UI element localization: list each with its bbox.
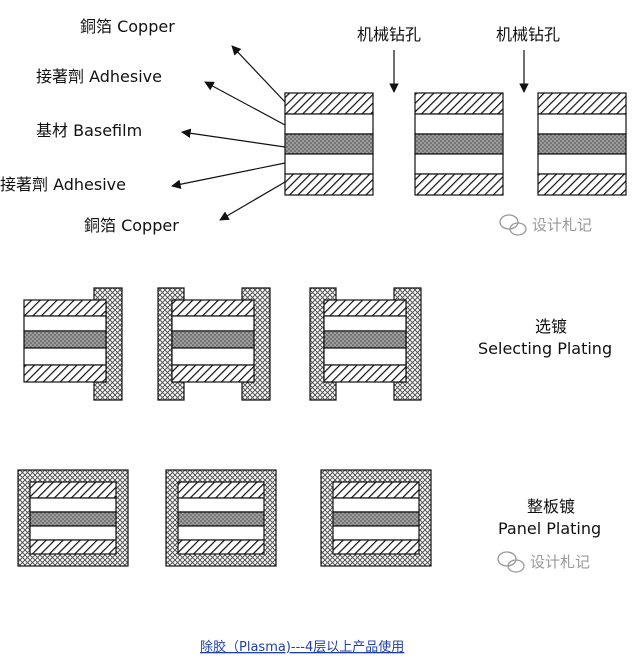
panel-stack-2	[165, 469, 277, 567]
wechat-icon	[499, 214, 527, 236]
drilled-stacks	[284, 92, 627, 196]
stack-3	[537, 92, 627, 196]
leader-arrows	[171, 45, 286, 221]
label-adhesive-top: 接著劑 Adhesive	[36, 67, 162, 86]
wechat-icon	[497, 551, 525, 573]
arrow-copper-bottom	[219, 181, 286, 221]
panel-stack-3	[320, 469, 432, 567]
arrow-adhesive-top	[204, 81, 286, 126]
selecting-plating-cn: 选镀	[535, 317, 567, 336]
arrow-basefilm	[181, 128, 286, 148]
panel-plating-en: Panel Plating	[498, 519, 601, 538]
watermark-text: 设计札记	[532, 216, 592, 234]
selecting-plating-stacks	[23, 287, 422, 401]
selective-stack-3	[309, 287, 422, 401]
stack-1	[284, 92, 374, 196]
panel-plating-cn: 整板镀	[527, 497, 575, 516]
panel-plating-stacks	[17, 469, 432, 567]
stack-2	[414, 92, 504, 196]
selective-stack-2	[157, 287, 271, 401]
caption-link[interactable]: 除胶（Plasma)---4层以上产品使用	[200, 639, 404, 655]
label-adhesive-bottom: 接著劑 Adhesive	[0, 175, 126, 194]
selecting-plating-en: Selecting Plating	[478, 339, 612, 358]
label-copper-top: 銅箔 Copper	[80, 17, 175, 36]
panel-stack-1	[17, 469, 129, 567]
label-copper-bottom: 銅箔 Copper	[84, 216, 179, 235]
watermark-1: 设计札记	[499, 214, 592, 236]
watermark-text: 设计札记	[530, 553, 590, 571]
label-basefilm: 基材 Basefilm	[36, 121, 142, 140]
selective-stack-1	[23, 287, 123, 401]
label-mechanical-drill-2: 机械钻孔	[496, 25, 560, 44]
arrow-adhesive-bottom	[171, 162, 286, 189]
watermark-2: 设计札记	[497, 551, 590, 573]
arrow-copper-top	[231, 45, 286, 103]
label-mechanical-drill-1: 机械钻孔	[357, 25, 421, 44]
